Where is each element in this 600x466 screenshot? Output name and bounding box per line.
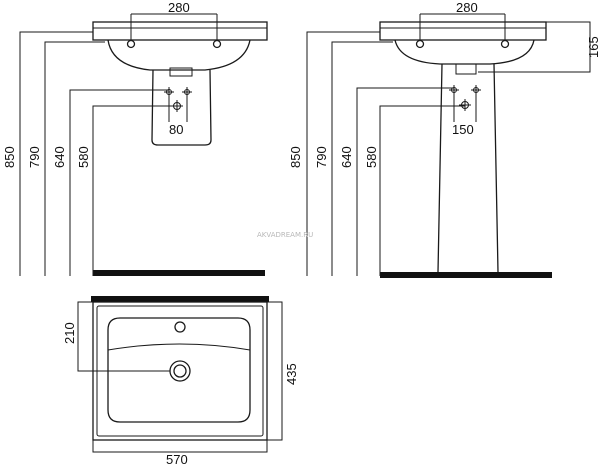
dim-label-570: 570 [166,452,188,466]
dim-label-580: 580 [76,146,91,168]
dim-label-280: 280 [168,0,190,15]
dim-label-435: 435 [284,363,299,385]
fixing-points-2 [449,85,481,111]
top-view: 210 435 570 [62,296,299,466]
tap-hole-left-2 [415,39,425,49]
floor-bar [93,270,265,276]
dim-280-side: 280 [419,0,506,40]
dim-570: 570 [92,440,268,466]
dim-280-front: 280 [130,0,218,40]
wall-bracket [151,69,212,146]
dim-210: 210 [62,301,170,372]
dim-label-580-2: 580 [364,146,379,168]
basin-bowl [107,39,251,71]
dim-150: 150 [452,95,477,137]
dim-label-165: 165 [586,36,600,58]
basin-rim-2 [379,21,547,41]
basin-rim [92,21,268,41]
basin-bowl-2 [394,39,535,65]
dim-label-790: 790 [27,146,42,168]
bowl-slope-line [107,343,251,351]
dim-label-640-2: 640 [339,146,354,168]
overflow-slot [169,67,193,77]
tap-hole-right [212,39,222,49]
dim-label-210: 210 [62,322,77,344]
dim-label-150: 150 [452,122,474,137]
height-dimensions-front: 850 790 640 580 [2,31,177,276]
height-dimensions-side: 850 790 640 580 [288,31,465,276]
wall-bar [91,296,269,302]
dim-165: 165 [478,21,600,73]
dim-label-280-2: 280 [456,0,478,15]
dim-80-front: 80 [168,96,188,137]
fixing-points [164,87,192,112]
tap-hole-right-2 [500,39,510,49]
drain-outer [169,360,191,382]
dim-label-80: 80 [169,122,183,137]
watermark: AKVADREAM.RU [257,231,313,239]
tap-hole-left [126,39,136,49]
overflow-slot-2 [455,63,477,75]
dim-label-850-2: 850 [288,146,303,168]
bowl-top [107,317,251,423]
dim-label-850: 850 [2,146,17,168]
front-view: 280 80 850 790 640 580 [2,0,268,276]
tap-hole-top [174,321,186,333]
dim-label-790-2: 790 [314,146,329,168]
dim-435: 435 [267,301,299,441]
dim-label-640: 640 [52,146,67,168]
drain-inner [173,364,187,378]
floor-bar-2 [380,272,552,278]
pedestal-column [437,63,499,273]
pedestal-view: 280 165 150 850 790 640 580 [288,0,600,278]
